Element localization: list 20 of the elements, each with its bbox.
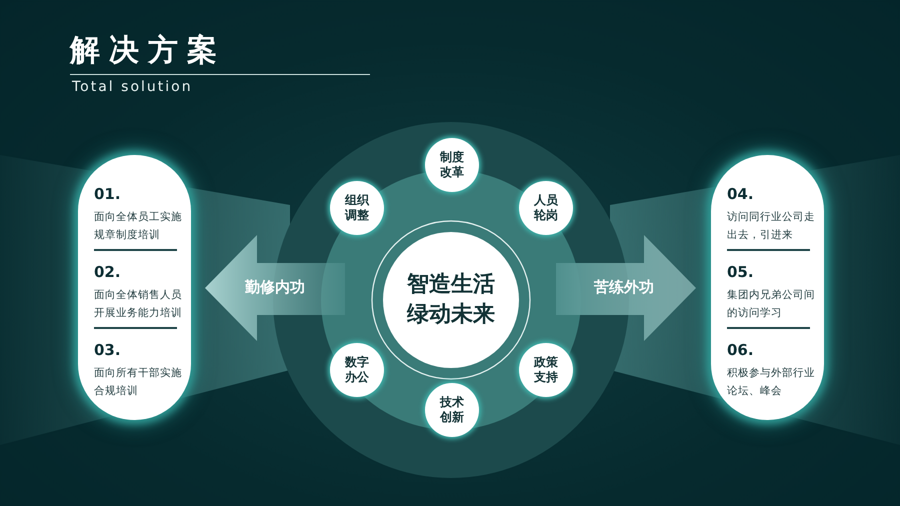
arrow-shape <box>205 235 345 341</box>
item-number: 04. <box>727 185 755 203</box>
item-number: 05. <box>727 263 755 281</box>
item-text: 面向全体销售人员开展业务能力培训 <box>94 288 183 321</box>
card-panel <box>711 155 824 420</box>
arrow-label: 勤修内功 <box>245 278 305 297</box>
item-text: 访问同行业公司走出去，引进来 <box>727 210 816 243</box>
item-number: 06. <box>727 341 755 359</box>
item-text: 集团内兄弟公司间的访问学习 <box>727 288 816 321</box>
item-number: 01. <box>94 185 122 203</box>
arrow-label: 苦练外功 <box>594 278 654 297</box>
item-number: 02. <box>94 263 122 281</box>
title: 解决方案 <box>70 32 226 70</box>
item-text: 面向全体员工实施规章制度培训 <box>94 210 183 243</box>
item-text: 积极参与外部行业论坛、峰会 <box>727 366 816 399</box>
subtitle: Total solution <box>72 79 193 95</box>
card-panel <box>78 155 191 420</box>
item-number: 03. <box>94 341 122 359</box>
item-text: 面向所有干部实施合规培训 <box>94 366 183 399</box>
arrow-shape <box>556 235 696 341</box>
